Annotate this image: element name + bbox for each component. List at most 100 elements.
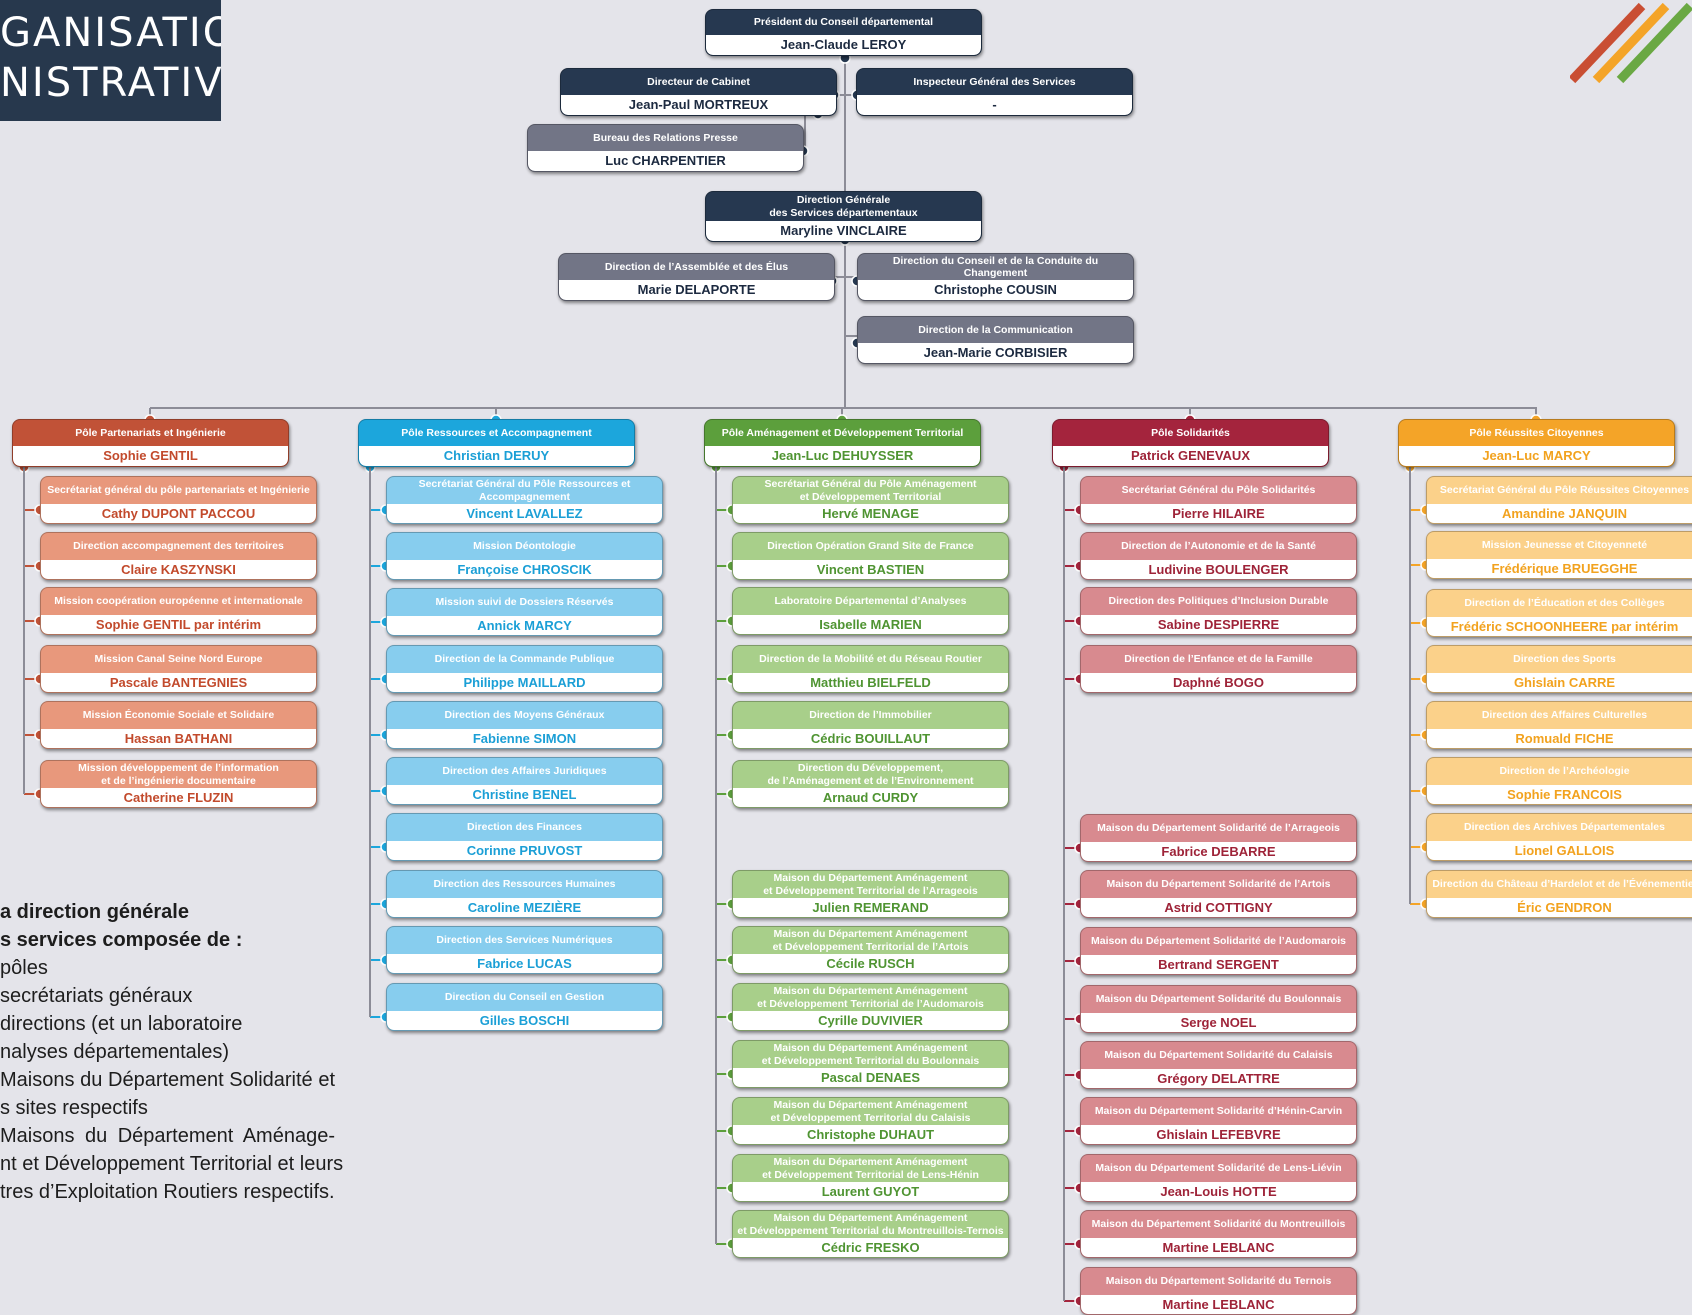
maison-box[interactable]: Maison du Département Solidarité de l’Au… [1080,927,1357,975]
summary-text: a direction générale s services composée… [0,898,344,1206]
box-title: Direction accompagnement des territoires [73,540,284,553]
unit-box[interactable]: Direction du Château d’Hardelot et de l’… [1426,870,1692,918]
summary-line: pôles [0,957,48,979]
maison-box[interactable]: Maison du Département Solidarité du Cala… [1080,1041,1357,1089]
maison-box[interactable]: Maison du Département Aménagement et Dév… [732,926,1009,974]
box-name: Isabelle MARIEN [733,615,1008,634]
unit-box[interactable]: Direction Opération Grand Site de France… [732,532,1009,580]
maison-box[interactable]: Maison du Département Solidarité de l’Ar… [1080,814,1357,862]
box-name: Martine LEBLANC [1081,1295,1356,1314]
maison-box[interactable]: Maison du Département Solidarité d’Hénin… [1080,1097,1357,1145]
dgs-box[interactable]: Direction Générale des Services départem… [705,191,982,242]
unit-box[interactable]: Direction des Politiques d’Inclusion Dur… [1080,587,1357,635]
unit-box[interactable]: Secrétariat Général du Pôle Ressources e… [386,476,663,524]
unit-box[interactable]: Mission coopération européenne et intern… [40,587,317,635]
box-title: Direction des Sports [1513,653,1616,666]
maison-box[interactable]: Maison du Département Aménagement et Dév… [732,870,1009,918]
maison-box[interactable]: Maison du Département Aménagement et Dév… [732,983,1009,1031]
box-title: Maison du Département Solidarité de l’Au… [1091,935,1346,948]
unit-box[interactable]: Secrétariat Général du Pôle Réussites Ci… [1426,476,1692,524]
box-name: Serge NOEL [1081,1013,1356,1032]
maison-box[interactable]: Maison du Département Solidarité du Tern… [1080,1267,1357,1315]
maison-box[interactable]: Maison du Département Solidarité de Lens… [1080,1154,1357,1202]
maison-box[interactable]: Maison du Département Aménagement et Dév… [732,1154,1009,1202]
unit-box[interactable]: Mission développement de l’information e… [40,760,317,808]
unit-box[interactable]: Direction de l’Éducation et des Collèges… [1426,589,1692,637]
inspector-box[interactable]: Inspecteur Général des Services- [856,68,1133,116]
box-name: Amandine JANQUIN [1427,504,1692,523]
box-name: Cédric BOUILLAUT [733,729,1008,748]
box-name: Lionel GALLOIS [1427,841,1692,860]
box-title: Maison du Département Solidarité de l’Ar… [1097,822,1340,835]
box-title: Direction des Moyens Généraux [444,709,605,722]
unit-box[interactable]: Direction de la Mobilité et du Réseau Ro… [732,645,1009,693]
summary-line: nalyses départementales) [0,1041,230,1063]
change-management-box[interactable]: Direction du Conseil et de la Conduite d… [857,253,1134,301]
maison-box[interactable]: Maison du Département Aménagement et Dév… [732,1210,1009,1258]
maison-box[interactable]: Maison du Département Aménagement et Dév… [732,1040,1009,1088]
pole-box[interactable]: Pôle Aménagement et Développement Territ… [704,419,981,467]
summary-line: nt et Développement Territorial et leurs [0,1153,344,1175]
maison-box[interactable]: Maison du Département Solidarité du Boul… [1080,985,1357,1033]
summary-line: a direction générale [0,901,189,923]
unit-box[interactable]: Secrétariat Général du Pôle Aménagement … [732,476,1009,524]
unit-box[interactable]: Direction accompagnement des territoires… [40,532,317,580]
unit-box[interactable]: Direction du Développement, de l’Aménage… [732,760,1009,808]
box-name: Cécile RUSCH [733,954,1008,973]
box-name: Daphné BOGO [1081,673,1356,692]
box-title: Maison du Département Solidarité du Boul… [1095,993,1342,1006]
box-title: Président du Conseil départemental [753,16,934,29]
box-title: Direction des Affaires Culturelles [1481,709,1648,722]
box-title: Direction du Conseil en Gestion [444,991,605,1004]
box-name: Cédric FRESKO [733,1238,1008,1257]
box-name: Ludivine BOULENGER [1081,560,1356,579]
box-name: Grégory DELATTRE [1081,1069,1356,1088]
unit-box[interactable]: Secrétariat général du pôle partenariats… [40,476,317,524]
box-name: Cyrille DUVIVIER [733,1011,1008,1030]
maison-box[interactable]: Maison du Département Solidarité du Mont… [1080,1210,1357,1258]
box-name: Cathy DUPONT PACCOU [41,504,316,523]
box-name: Jean-Marie CORBISIER [858,343,1133,363]
box-name: Christine BENEL [387,785,662,804]
box-name: Julien REMERAND [733,898,1008,917]
box-title: Secrétariat Général du Pôle Ressources e… [418,478,631,503]
box-title: Direction de l’Assemblée et des Élus [604,260,789,273]
maison-box[interactable]: Maison du Département Aménagement et Dév… [732,1097,1009,1145]
maison-box[interactable]: Maison du Département Solidarité de l’Ar… [1080,870,1357,918]
box-title: Direction de l’Archéologie [1499,765,1630,778]
box-title: Mission développement de l’information e… [78,762,279,787]
box-title: Mission suivi de Dossiers Réservés [435,596,614,609]
box-title: Directeur de Cabinet [647,75,750,88]
